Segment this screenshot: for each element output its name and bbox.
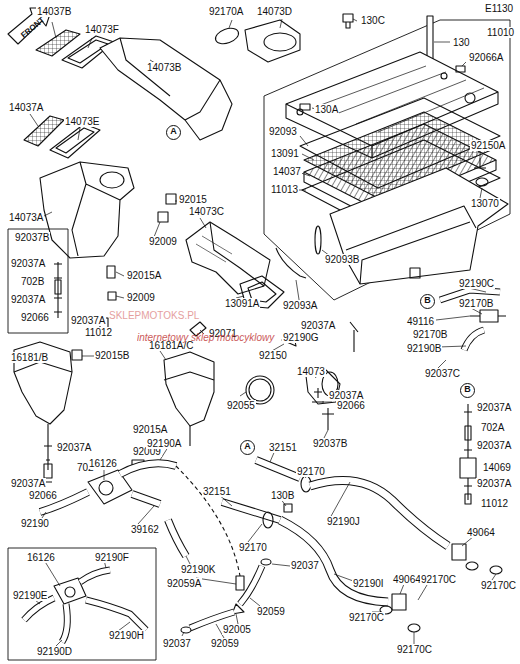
callout-number: 92037 — [290, 560, 320, 571]
callout-number: 92059A — [166, 578, 202, 589]
callout-number: 92066 — [28, 490, 58, 501]
callout-number: 92037B — [312, 438, 348, 449]
callout-number: 16181/B — [10, 352, 49, 363]
callout-number: 92093A — [282, 300, 318, 311]
callout-number: 130C — [360, 15, 386, 26]
callout-number: 32151 — [268, 442, 298, 453]
callout-number: 13091A — [224, 298, 260, 309]
reference-circle: B — [420, 294, 435, 309]
callout-number: 14037A — [8, 102, 44, 113]
callout-number: 92037A — [10, 258, 46, 269]
callout-number: 92015A — [126, 270, 162, 281]
callout-number: 92170 — [296, 466, 326, 477]
callout-number: 92037A — [56, 442, 92, 453]
callout-number: 92190K — [180, 564, 216, 575]
callout-number: 14073 — [296, 366, 326, 377]
watermark: internetowy sklep motocyklowy — [136, 332, 275, 343]
callout-number: 702B — [20, 276, 45, 287]
reference-circle: B — [460, 383, 475, 398]
callout-number: E1130 — [484, 3, 514, 14]
callout-number: 92037B — [14, 232, 50, 243]
callout-number: 130A — [314, 104, 339, 115]
callout-number: 702A — [480, 422, 505, 433]
callout-number: 49064 — [466, 527, 496, 538]
callout-number: 14073A — [8, 212, 44, 223]
callout-number: 92190 — [20, 518, 50, 529]
callout-number: 14037B — [36, 6, 72, 17]
callout-number: 92093B — [324, 254, 360, 265]
callout-number: 13070 — [470, 198, 500, 209]
callout-number: 92015A — [132, 424, 168, 435]
callout-number: 92170 — [238, 542, 268, 553]
reference-circle: A — [240, 440, 255, 455]
reference-letter: A — [167, 126, 180, 137]
callout-number: 92190J — [326, 516, 361, 527]
callout-number: 130 — [452, 37, 471, 48]
callout-number: 92170C — [348, 612, 385, 623]
callout-number: 13091 — [270, 148, 300, 159]
callout-number: 92037A — [476, 440, 512, 451]
callout-number: 14073E — [64, 116, 100, 127]
callout-number: 16126 — [26, 552, 56, 563]
callout-number: 130B — [270, 490, 295, 501]
callout-number: 92170C — [396, 644, 433, 655]
callout-number: 92037A — [70, 315, 106, 326]
callout-number: 16126 — [88, 458, 118, 469]
callout-number: 92037A — [10, 478, 46, 489]
callout-number: 11010 — [486, 27, 515, 38]
callout-number: 92037A — [476, 478, 512, 489]
callout-number: 92037A — [300, 320, 336, 331]
callout-number: 92190E — [12, 590, 48, 601]
callout-number: 92150A — [470, 140, 506, 151]
callout-number: 92150 — [258, 350, 288, 361]
callout-number: 11012 — [480, 498, 509, 509]
callout-number: 92190D — [36, 646, 73, 657]
callout-number: 32151 — [202, 486, 232, 497]
callout-number: 92170B — [458, 298, 494, 309]
reference-letter: B — [421, 295, 434, 306]
callout-number: 92037A — [10, 294, 46, 305]
callout-number: 92170C — [480, 580, 517, 591]
callout-number: 92190A — [146, 438, 182, 449]
callout-number: 14073B — [146, 62, 182, 73]
reference-letter: A — [241, 441, 254, 452]
callout-number: 92190B — [406, 343, 442, 354]
callout-number: 14037 — [272, 166, 302, 177]
reference-letter: B — [461, 384, 474, 395]
callout-number: 92009 — [126, 292, 156, 303]
callout-number: 92037A — [476, 402, 512, 413]
reference-circle: A — [166, 125, 181, 140]
callout-number: 39162 — [130, 524, 160, 535]
callout-number: 92059 — [256, 606, 286, 617]
callout-number: 92170C — [420, 574, 457, 585]
callout-number: 92093 — [268, 126, 298, 137]
callout-number: 92066 — [20, 312, 50, 323]
callout-number: 92066 — [336, 400, 366, 411]
callout-number: 92037C — [424, 368, 461, 379]
callout-number: 92190H — [108, 630, 145, 641]
callout-number: 49064 — [392, 574, 422, 585]
callout-number: 11012 — [84, 327, 113, 338]
callout-number: 92005 — [222, 624, 252, 635]
callout-number: 92015B — [94, 350, 130, 361]
callout-number: 92190G — [282, 332, 320, 343]
callout-number: 49116 — [406, 316, 435, 327]
callout-number: 11013 — [270, 184, 299, 195]
callout-number: 92190I — [352, 578, 385, 589]
callout-number: 92066A — [468, 52, 504, 63]
callout-number: 92190F — [94, 552, 130, 563]
callout-number: 92015 — [178, 194, 208, 205]
callout-number: 92059 — [210, 638, 240, 649]
callout-number: 92190C — [458, 278, 495, 289]
callout-number: 92055 — [226, 400, 256, 411]
callout-number: 92037 — [162, 638, 192, 649]
callout-number: 14073F — [84, 24, 120, 35]
callout-number: 14073D — [256, 6, 293, 17]
callout-number: 92009 — [148, 236, 178, 247]
callout-number: 92170A — [208, 6, 244, 17]
watermark: SKLEPMOTOKS.PL — [108, 310, 200, 321]
callout-number: 14069 — [482, 462, 512, 473]
callout-number: 92170B — [412, 329, 448, 340]
callout-number: 14073C — [188, 206, 225, 217]
